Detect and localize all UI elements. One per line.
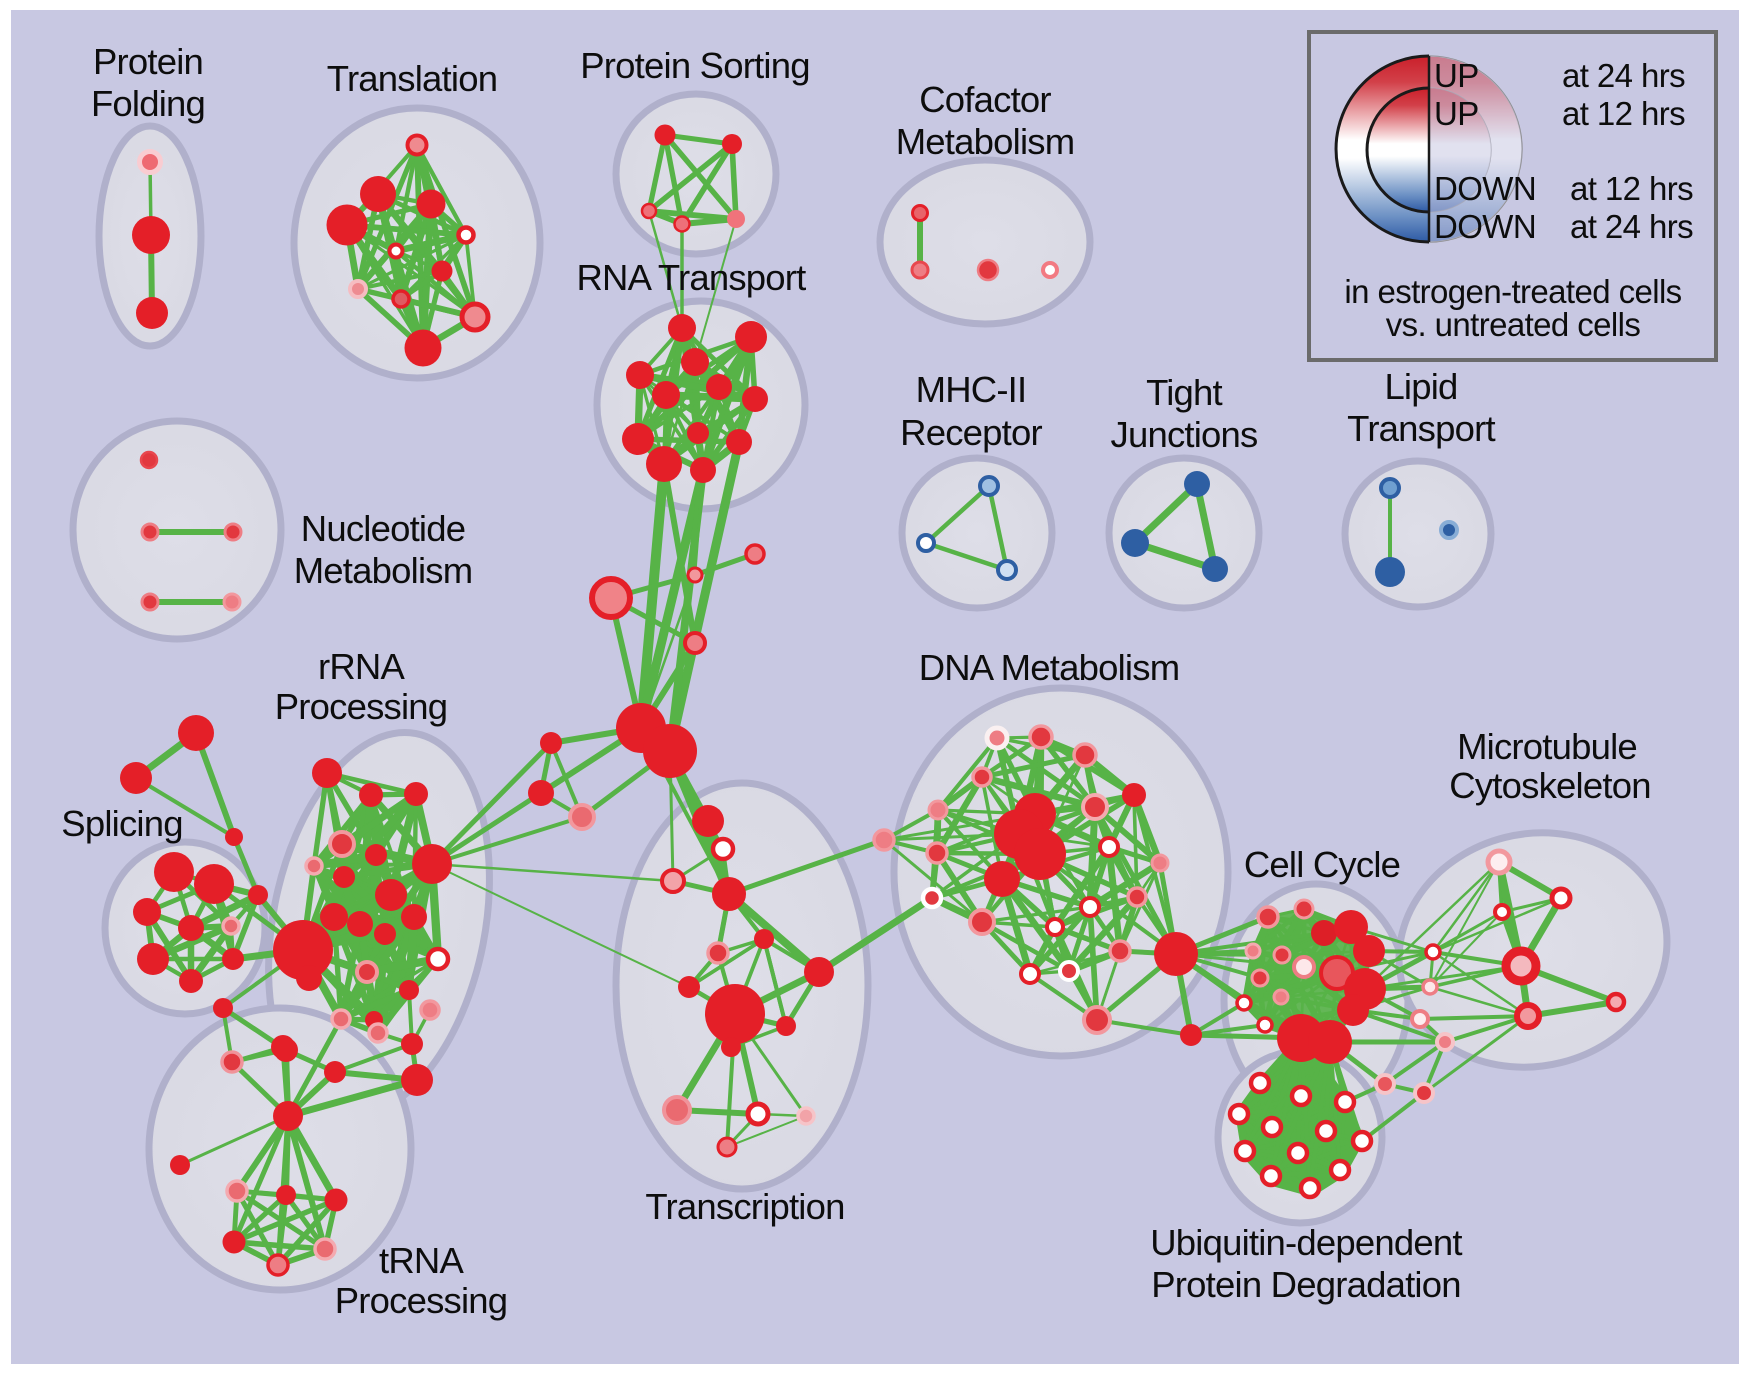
svg-text:rRNA: rRNA	[318, 646, 405, 687]
svg-text:at 24 hrs: at 24 hrs	[1570, 208, 1693, 245]
svg-text:Ubiquitin-dependent: Ubiquitin-dependent	[1150, 1222, 1462, 1263]
svg-text:DOWN: DOWN	[1434, 208, 1536, 245]
svg-text:at 24 hrs: at 24 hrs	[1562, 57, 1685, 94]
svg-text:Protein Sorting: Protein Sorting	[580, 45, 809, 86]
svg-text:Transport: Transport	[1347, 408, 1495, 449]
svg-text:Microtubule: Microtubule	[1457, 726, 1637, 767]
svg-text:UP: UP	[1434, 95, 1479, 132]
svg-text:Processing: Processing	[275, 686, 448, 727]
svg-text:tRNA: tRNA	[379, 1240, 464, 1281]
svg-text:Cytoskeleton: Cytoskeleton	[1449, 765, 1650, 806]
svg-text:DOWN: DOWN	[1434, 170, 1536, 207]
svg-text:Cofactor: Cofactor	[919, 79, 1051, 120]
svg-text:Translation: Translation	[327, 58, 497, 99]
svg-text:Nucleotide: Nucleotide	[301, 508, 465, 549]
svg-text:Splicing: Splicing	[61, 803, 182, 844]
svg-text:Processing: Processing	[335, 1280, 508, 1321]
svg-text:Folding: Folding	[91, 83, 205, 124]
svg-text:Protein: Protein	[93, 41, 203, 82]
svg-text:at 12 hrs: at 12 hrs	[1570, 170, 1693, 207]
svg-text:Tight: Tight	[1146, 372, 1222, 413]
svg-text:at 12 hrs: at 12 hrs	[1562, 95, 1685, 132]
svg-text:Protein Degradation: Protein Degradation	[1151, 1264, 1460, 1305]
svg-text:DNA Metabolism: DNA Metabolism	[919, 647, 1180, 688]
svg-text:Lipid: Lipid	[1384, 366, 1457, 407]
svg-text:MHC-II: MHC-II	[916, 369, 1027, 410]
svg-text:Junctions: Junctions	[1111, 414, 1258, 455]
svg-text:RNA Transport: RNA Transport	[577, 257, 807, 298]
svg-text:vs. untreated cells: vs. untreated cells	[1386, 306, 1641, 343]
svg-text:UP: UP	[1434, 57, 1479, 94]
svg-text:in estrogen-treated cells: in estrogen-treated cells	[1344, 273, 1681, 310]
svg-text:Receptor: Receptor	[900, 412, 1042, 453]
svg-text:Transcription: Transcription	[645, 1186, 844, 1227]
svg-text:Metabolism: Metabolism	[896, 121, 1075, 162]
svg-text:Metabolism: Metabolism	[294, 550, 473, 591]
svg-text:Cell Cycle: Cell Cycle	[1244, 844, 1400, 885]
